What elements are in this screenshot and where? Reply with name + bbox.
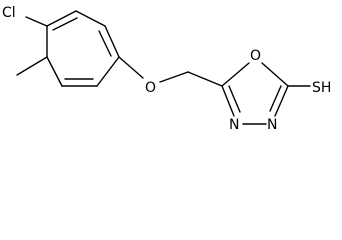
bond-c5-n4 <box>221 85 235 117</box>
chlorine-label: Cl <box>2 5 16 21</box>
bond-ring-left <box>46 56 63 87</box>
ether-oxygen-label: O <box>145 80 156 96</box>
bond-ring-right-inner <box>98 30 112 57</box>
bond-c5-n4-inner <box>228 85 241 113</box>
bond-ring-top-inner <box>52 17 78 31</box>
bond-c-o-ether <box>118 56 144 79</box>
molecule-drawing: Cl O O N N SH <box>2 5 331 133</box>
bond-c2-n3-inner <box>269 85 282 112</box>
bond-c-cl <box>25 16 48 27</box>
bond-ring-top <box>46 10 77 27</box>
chemical-structure-canvas: Cl O O N N SH <box>2 5 331 133</box>
thiol-label: SH <box>312 80 331 96</box>
bond-c-methyl <box>16 56 48 76</box>
nitrogen-3-label: N <box>267 117 277 133</box>
bonds <box>16 10 311 125</box>
atom-labels: Cl O O N N SH <box>2 5 331 133</box>
bond-c5-o1 <box>221 62 250 87</box>
bond-ring-bottom-right <box>96 56 120 87</box>
bond-o-ch2 <box>159 71 189 83</box>
nitrogen-4-label: N <box>229 117 239 133</box>
bond-o1-c2 <box>261 62 289 87</box>
bond-ring-right <box>104 25 120 58</box>
bond-ch2-ring <box>187 71 223 87</box>
ring-oxygen-label: O <box>250 48 261 64</box>
bond-ring-top-right <box>75 10 106 27</box>
bond-c2-n3 <box>274 85 289 117</box>
